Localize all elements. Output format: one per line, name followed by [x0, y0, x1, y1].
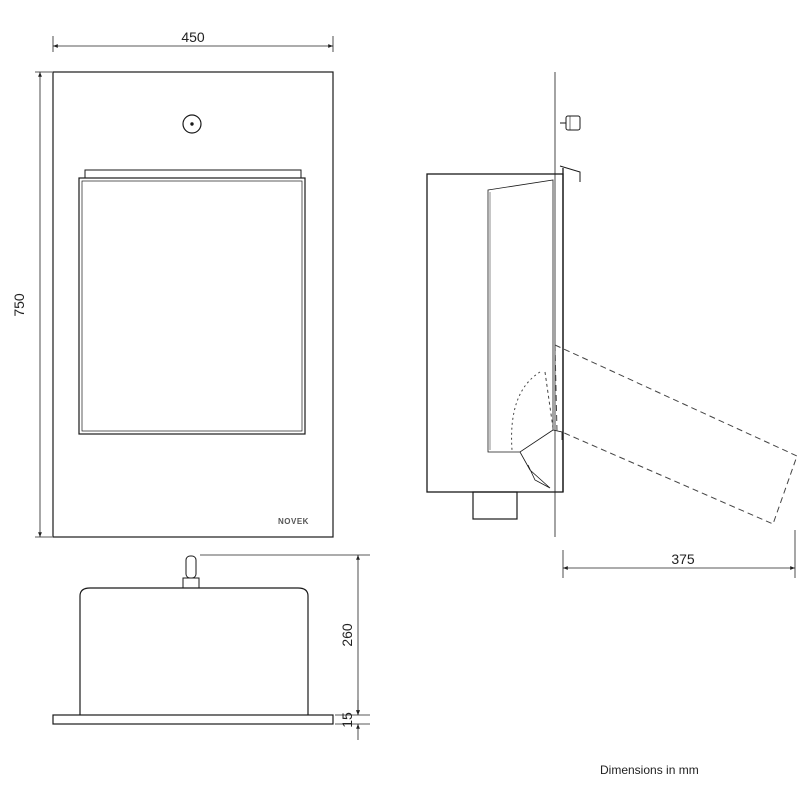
top-flange — [52, 714, 334, 725]
push-button-center-icon — [190, 122, 194, 126]
units-footnote: Dimensions in mm — [600, 763, 699, 777]
dimension-top-depth-label: 260 — [339, 623, 355, 647]
top-button-stem — [185, 555, 197, 579]
front-opening — [78, 177, 306, 435]
top-view — [52, 555, 334, 725]
side-body — [426, 173, 564, 493]
dimension-top-depth — [200, 554, 370, 740]
dimension-front-width — [52, 36, 334, 52]
brand-logo: NOVEK — [278, 517, 309, 526]
front-panel — [52, 71, 334, 538]
dimension-front-height-label: 750 — [11, 293, 27, 317]
dimension-projection — [562, 530, 796, 578]
front-view — [52, 71, 334, 538]
dimension-front-height — [35, 71, 52, 538]
side-view — [426, 72, 581, 537]
dimension-front-width-label: 450 — [181, 29, 205, 45]
dimension-top-flange-label: 15 — [339, 712, 355, 728]
front-opening-lip — [84, 169, 302, 179]
top-button-base — [182, 577, 200, 589]
side-outlet — [472, 491, 518, 520]
front-opening-inner — [81, 180, 303, 432]
dimension-projection-label: 375 — [671, 551, 695, 567]
side-open-flap-dashed — [511, 344, 798, 525]
side-inner-bin — [487, 179, 554, 453]
side-button-icon — [565, 115, 581, 131]
push-button-icon — [182, 114, 202, 134]
top-body — [79, 587, 309, 715]
